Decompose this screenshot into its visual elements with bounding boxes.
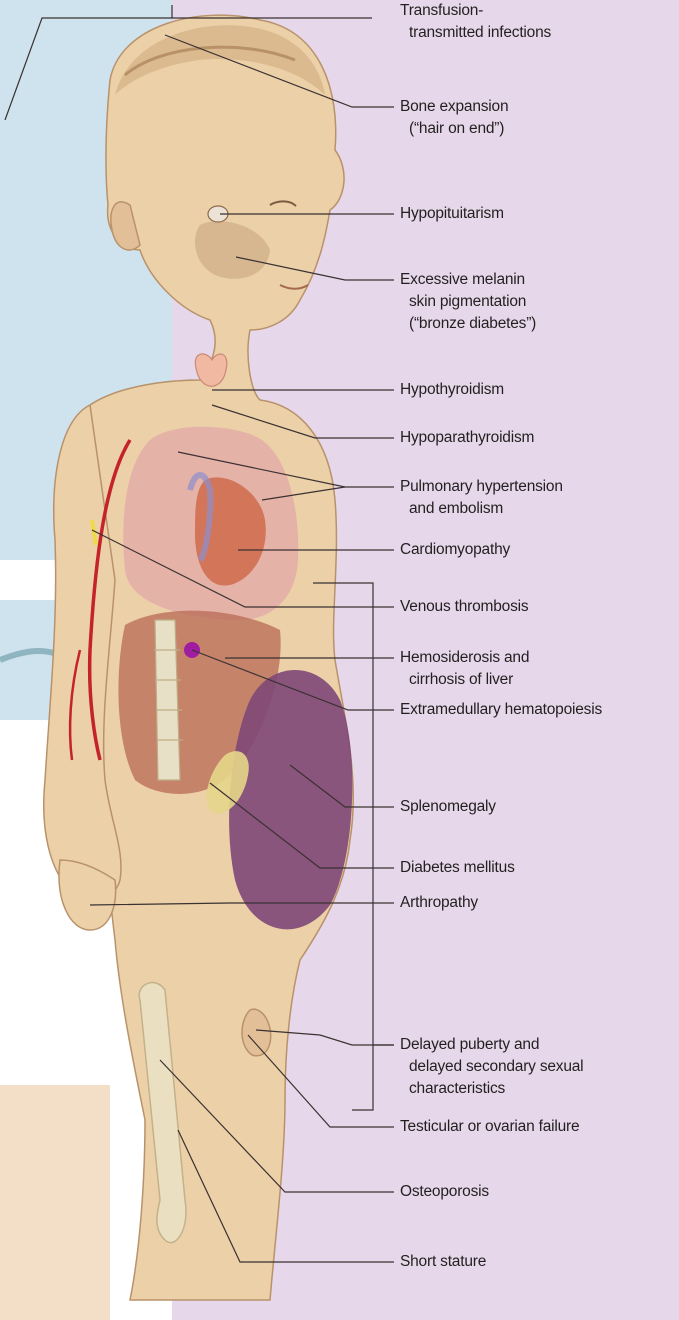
label-line: Splenomegaly bbox=[400, 796, 496, 818]
label-bone-expansion: Bone expansion (“hair on end”) bbox=[400, 96, 508, 140]
label-transfusion: Transfusion- transmitted infections bbox=[400, 0, 551, 44]
label-short-stature: Short stature bbox=[400, 1251, 486, 1273]
label-line: Excessive melanin bbox=[400, 269, 536, 291]
label-line: Arthropathy bbox=[400, 892, 478, 914]
label-line: Hemosiderosis and bbox=[400, 647, 529, 669]
label-hemosiderosis: Hemosiderosis and cirrhosis of liver bbox=[400, 647, 529, 691]
label-line: Transfusion- bbox=[400, 0, 551, 22]
label-line: (“bronze diabetes”) bbox=[400, 313, 536, 335]
label-line: Venous thrombosis bbox=[400, 596, 528, 618]
label-line: Hypothyroidism bbox=[400, 379, 504, 401]
label-line: delayed secondary sexual bbox=[400, 1056, 583, 1078]
label-cardiomyopathy: Cardiomyopathy bbox=[400, 539, 510, 561]
label-osteoporosis: Osteoporosis bbox=[400, 1181, 489, 1203]
label-diabetes: Diabetes mellitus bbox=[400, 857, 515, 879]
label-hypoparathyroidism: Hypoparathyroidism bbox=[400, 427, 534, 449]
label-puberty: Delayed puberty and delayed secondary se… bbox=[400, 1034, 583, 1100]
label-hypothyroidism: Hypothyroidism bbox=[400, 379, 504, 401]
label-venous: Venous thrombosis bbox=[400, 596, 528, 618]
label-line: Bone expansion bbox=[400, 96, 508, 118]
label-line: Short stature bbox=[400, 1251, 486, 1273]
label-line: Hypoparathyroidism bbox=[400, 427, 534, 449]
label-melanin: Excessive melanin skin pigmentation (“br… bbox=[400, 269, 536, 335]
label-line: Cardiomyopathy bbox=[400, 539, 510, 561]
label-hypopituitarism: Hypopituitarism bbox=[400, 203, 504, 225]
label-line: and embolism bbox=[400, 498, 563, 520]
label-extramedullary: Extramedullary hematopoiesis bbox=[400, 699, 602, 721]
label-line: Delayed puberty and bbox=[400, 1034, 583, 1056]
label-line: Hypopituitarism bbox=[400, 203, 504, 225]
label-line: Diabetes mellitus bbox=[400, 857, 515, 879]
label-line: (“hair on end”) bbox=[400, 118, 508, 140]
label-arthropathy: Arthropathy bbox=[400, 892, 478, 914]
label-line: transmitted infections bbox=[400, 22, 551, 44]
label-line: Extramedullary hematopoiesis bbox=[400, 699, 602, 721]
label-line: Pulmonary hypertension bbox=[400, 476, 563, 498]
label-testicular: Testicular or ovarian failure bbox=[400, 1116, 579, 1138]
label-line: skin pigmentation bbox=[400, 291, 536, 313]
label-line: Testicular or ovarian failure bbox=[400, 1116, 579, 1138]
label-line: characteristics bbox=[400, 1078, 583, 1100]
label-splenomegaly: Splenomegaly bbox=[400, 796, 496, 818]
label-pulmonary: Pulmonary hypertension and embolism bbox=[400, 476, 563, 520]
label-line: Osteoporosis bbox=[400, 1181, 489, 1203]
label-line: cirrhosis of liver bbox=[400, 669, 529, 691]
